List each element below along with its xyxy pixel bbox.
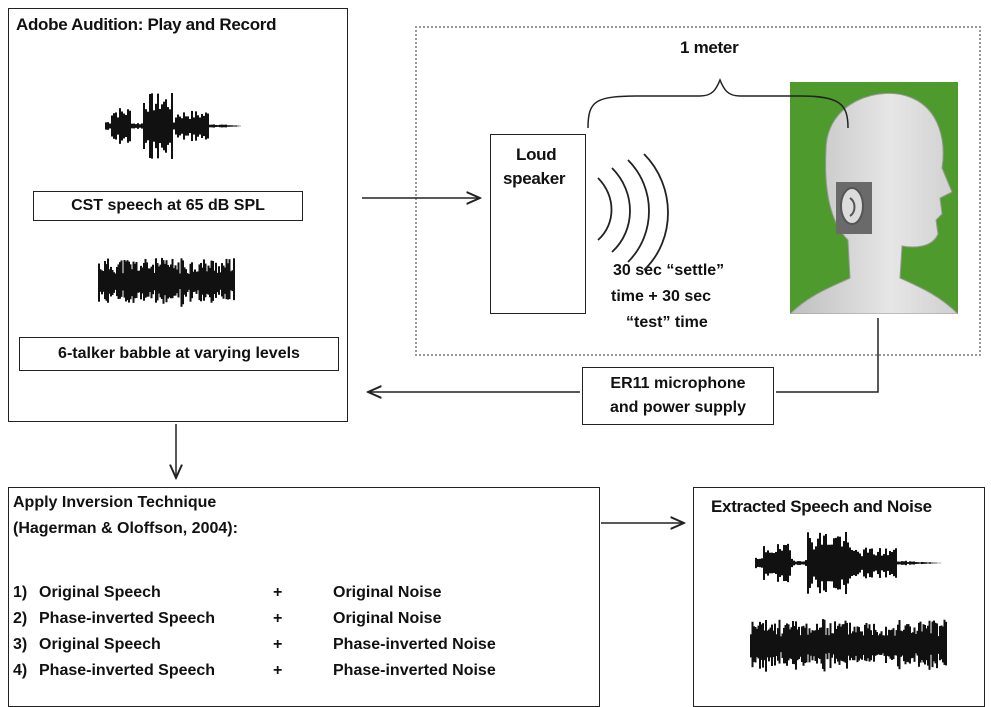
head-illustration	[790, 82, 958, 314]
row-number: 1)	[13, 584, 28, 601]
row-plus: +	[273, 610, 283, 627]
extracted-title: Extracted Speech and Noise	[711, 497, 932, 516]
row-plus: +	[273, 662, 283, 679]
speaker-label-line2: speaker	[503, 169, 566, 188]
inversion-panel: Apply Inversion Technique (Hagerman & Ol…	[8, 487, 600, 707]
microphone-line2: and power supply	[609, 399, 746, 416]
recording-setup-region	[415, 26, 981, 356]
row-speech: Phase-inverted Speech	[39, 662, 216, 679]
row-speech: Original Speech	[39, 636, 161, 653]
inversion-citation: (Hagerman & Oloffson, 2004):	[13, 520, 238, 537]
row-number: 2)	[13, 610, 28, 627]
babble-waveform-icon	[98, 257, 235, 307]
microphone-box: ER11 microphone and power supply	[582, 367, 774, 425]
audition-panel: Adobe Audition: Play and Record CST spee…	[8, 8, 348, 422]
extracted-panel: Extracted Speech and Noise	[693, 487, 985, 707]
timing-line-3: “test” time	[626, 314, 708, 331]
row-plus: +	[273, 584, 283, 601]
loudspeaker-box: Loud speaker	[490, 134, 586, 314]
row-speech: Phase-inverted Speech	[39, 610, 216, 627]
babble-level-label: 6-talker babble at varying levels	[19, 337, 339, 371]
row-noise: Phase-inverted Noise	[333, 636, 496, 653]
babble-level-text: 6-talker babble at varying levels	[58, 345, 300, 362]
timing-line-1: 30 sec “settle”	[613, 262, 725, 279]
row-speech: Original Speech	[39, 584, 161, 601]
row-number: 3)	[13, 636, 28, 653]
row-noise: Original Noise	[333, 584, 442, 601]
timing-line-2: time + 30 sec	[611, 288, 712, 305]
mannequin-head-icon	[790, 92, 958, 314]
speaker-label-line1: Loud	[516, 145, 557, 164]
row-noise: Phase-inverted Noise	[333, 662, 496, 679]
extracted-speech-waveform-icon	[755, 531, 941, 595]
speech-level-label: CST speech at 65 dB SPL	[33, 191, 303, 221]
row-plus: +	[273, 636, 283, 653]
distance-label: 1 meter	[680, 38, 739, 57]
row-noise: Original Noise	[333, 610, 442, 627]
audition-title: Adobe Audition: Play and Record	[16, 15, 277, 34]
microphone-line1: ER11 microphone	[610, 375, 746, 392]
inversion-title: Apply Inversion Technique	[13, 494, 217, 511]
extracted-noise-waveform-icon	[750, 619, 947, 672]
speech-level-text: CST speech at 65 dB SPL	[71, 197, 265, 214]
speech-waveform-icon	[105, 93, 241, 159]
row-number: 4)	[13, 662, 28, 679]
